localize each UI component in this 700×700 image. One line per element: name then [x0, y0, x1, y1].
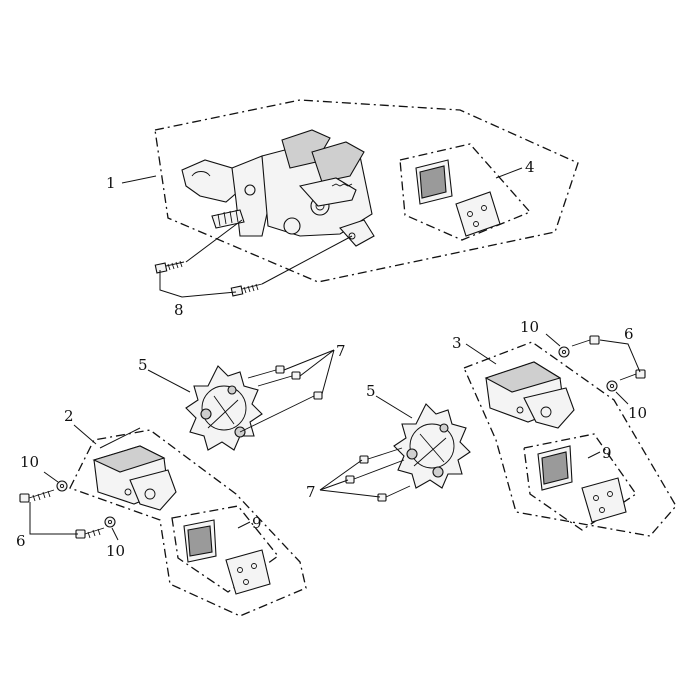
bolt-6-left-b — [75, 527, 105, 539]
callout-1: 1 — [106, 174, 116, 192]
caliper-right — [484, 361, 575, 429]
outline-pad-set-4 — [399, 143, 532, 241]
washer-10-right-top — [558, 346, 570, 358]
brake-pad-set-9-right — [523, 433, 637, 531]
bolt-6-left-a — [19, 489, 55, 503]
callout-10-left-bottom: 10 — [106, 542, 125, 560]
bolt-8-b — [230, 283, 263, 297]
callout-8: 8 — [174, 301, 184, 319]
callout-4: 4 — [525, 158, 535, 176]
bolt-7-left-b — [257, 371, 301, 387]
callout-6-right: 6 — [624, 325, 634, 343]
caliper-left — [92, 445, 177, 511]
callout-3: 3 — [452, 334, 462, 352]
callout-7-bottom: 7 — [306, 483, 316, 501]
callout-5-left: 5 — [138, 356, 148, 374]
leader-1 — [121, 175, 157, 184]
callout-7-top: 7 — [336, 342, 346, 360]
callout-10-right-bottom: 10 — [628, 404, 647, 422]
outline-assembly-1 — [154, 99, 579, 283]
washer-10-right-bottom — [606, 380, 618, 392]
bolt-6-right-b — [619, 369, 646, 381]
callout-2: 2 — [64, 407, 74, 425]
brake-disc-left — [185, 365, 263, 451]
brake-pad-set-9-left — [171, 505, 279, 595]
callout-9-left: 9 — [252, 514, 262, 532]
leader-4 — [495, 167, 523, 179]
assembly-2-caliper-left — [69, 429, 307, 617]
bolt-6-right-a — [571, 335, 600, 347]
outline-assembly-2 — [69, 429, 307, 617]
bolt-7-right-a — [359, 447, 403, 464]
bolt-8-a — [154, 260, 185, 274]
bolt-7-left-a — [247, 365, 285, 379]
callout-10-left-top: 10 — [20, 453, 39, 471]
assembly-1-caliper-top — [154, 99, 579, 297]
brake-disc-right — [393, 403, 471, 489]
washer-10-left-top — [56, 480, 68, 492]
bolt-7-right-b — [345, 459, 405, 484]
washer-10-left-bottom — [104, 516, 116, 528]
callout-5-right: 5 — [366, 382, 376, 400]
bolt-7-left-c — [239, 391, 323, 433]
assembly-3-caliper-right — [463, 341, 677, 537]
brake-pad-set-4 — [399, 143, 532, 241]
outline-assembly-3 — [463, 341, 677, 537]
callout-9-right: 9 — [602, 444, 612, 462]
callout-10-right-top: 10 — [520, 318, 539, 336]
callout-6-left: 6 — [16, 532, 26, 550]
bolt-7-right-c — [377, 485, 411, 502]
leader-8 — [159, 270, 237, 298]
caliper-top — [181, 129, 375, 247]
